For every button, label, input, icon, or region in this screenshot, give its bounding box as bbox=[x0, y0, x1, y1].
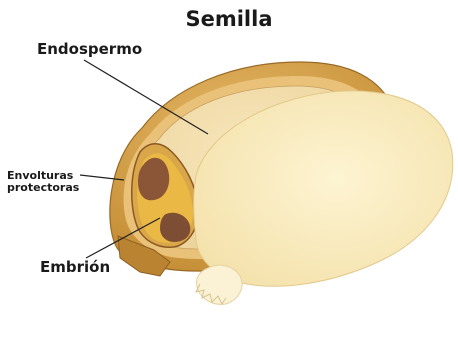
label-endosperm: Endospermo bbox=[37, 40, 142, 58]
label-seed-coat: Envolturas protectoras bbox=[7, 170, 79, 194]
label-seed-coat-line2: protectoras bbox=[7, 182, 79, 194]
diagram-title: Semilla bbox=[0, 7, 458, 31]
label-embryo: Embrión bbox=[40, 258, 110, 276]
